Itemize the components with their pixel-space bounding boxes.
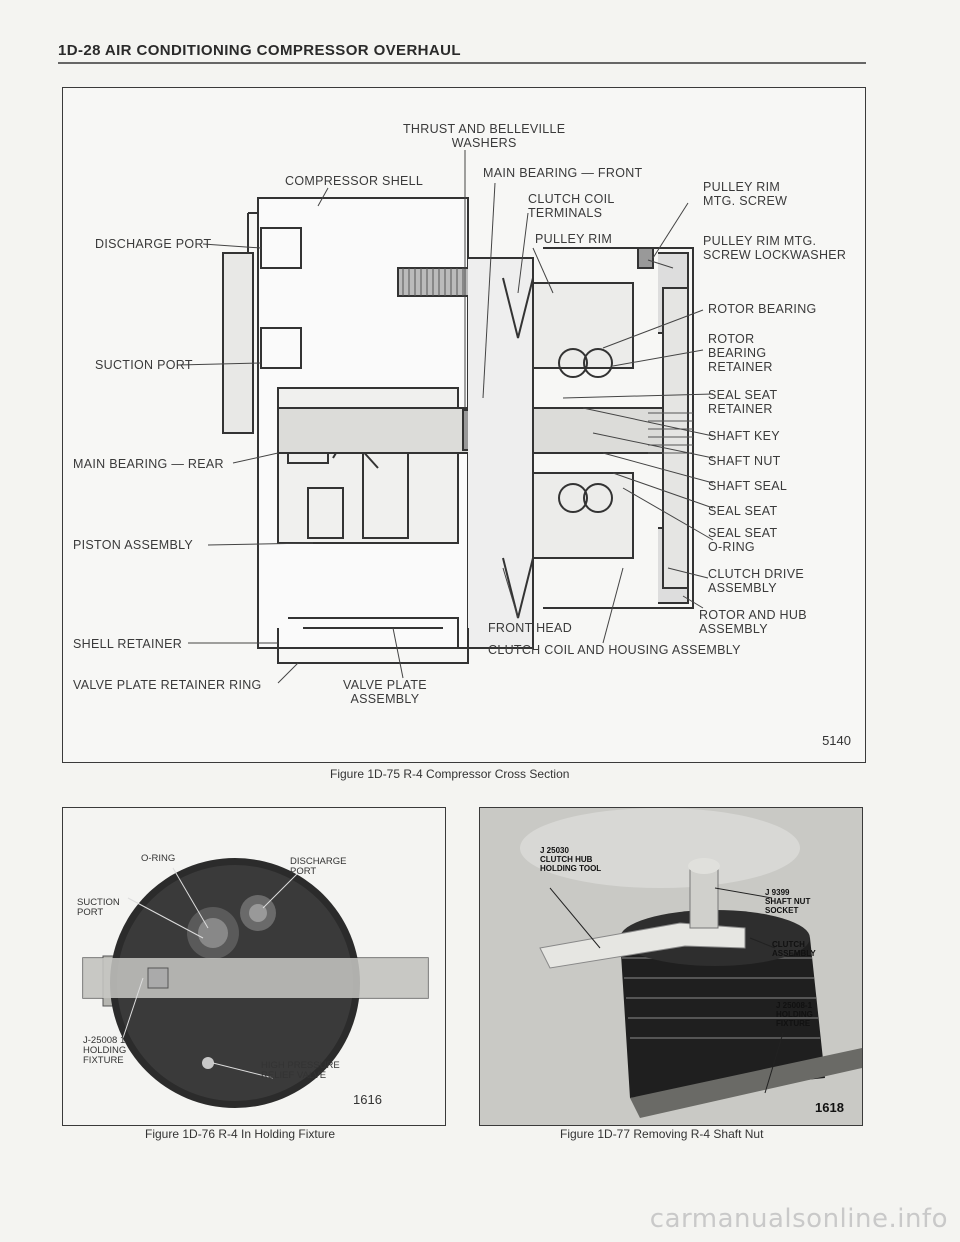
label-clutch-assembly: CLUTCH ASSEMBLY: [772, 940, 816, 958]
figure-number: 1616: [353, 1092, 382, 1107]
label-piston-assembly: PISTON ASSEMBLY: [73, 538, 194, 552]
figure-number: 1618: [815, 1100, 844, 1115]
label-shaft-nut: SHAFT NUT: [708, 454, 781, 468]
label-main-bearing-front: MAIN BEARING — FRONT: [483, 166, 643, 180]
label-oring: O-RING: [141, 853, 176, 864]
figure-number: 5140: [822, 733, 851, 748]
label-pulley-rim-lockwasher: PULLEY RIM MTG. SCREW LOCKWASHER: [703, 234, 847, 262]
label-discharge-port: DISCHARGE PORT: [290, 856, 347, 877]
label-clutch-coil-housing: CLUTCH COIL AND HOUSING ASSEMBLY: [488, 643, 741, 657]
label-seal-seat: SEAL SEAT: [708, 504, 778, 518]
label-holding-fixture: J 25008-1 HOLDING FIXTURE: [776, 1001, 813, 1028]
label-clutch-drive-assembly: CLUTCH DRIVE ASSEMBLY: [708, 567, 804, 595]
label-compressor-shell: COMPRESSOR SHELL: [285, 174, 424, 188]
label-pulley-rim-mtg-screw: PULLEY RIM MTG. SCREW: [703, 180, 788, 208]
label-shaft-key: SHAFT KEY: [708, 429, 780, 443]
label-shaft-seal: SHAFT SEAL: [708, 479, 788, 493]
label-nut-socket: J 9399 SHAFT NUT SOCKET: [765, 888, 811, 915]
label-suction-port: SUCTION PORT: [95, 358, 193, 372]
figure-caption: Figure 1D-77 Removing R-4 Shaft Nut: [560, 1127, 764, 1141]
label-relief-valve: HIGH PRESSURE RELIEF VALVE: [261, 1060, 340, 1081]
label-hub-tool: J 25030 CLUTCH HUB HOLDING TOOL: [540, 846, 602, 873]
label-pulley-rim: PULLEY RIM: [535, 232, 613, 246]
label-seal-seat-oring: SEAL SEAT O-RING: [708, 526, 778, 554]
removing-shaft-nut-photo: [480, 808, 862, 1125]
header-rule: [58, 62, 866, 64]
figure-compressor-cross-section: THRUST AND BELLEVILLE WASHERS COMPRESSOR…: [62, 87, 866, 763]
compressor-cross-section-drawing: [177, 150, 714, 684]
label-suction-port: SUCTION PORT: [77, 897, 120, 918]
holding-fixture-photo: [63, 808, 445, 1125]
label-thrust-washers: THRUST AND BELLEVILLE WASHERS: [403, 122, 566, 150]
label-valve-plate-assembly: VALVE PLATE ASSEMBLY: [343, 678, 427, 706]
label-rotor-bearing: ROTOR BEARING: [708, 302, 817, 316]
figure-caption: Figure 1D-76 R-4 In Holding Fixture: [145, 1127, 336, 1141]
label-clutch-coil-terminals: CLUTCH COIL TERMINALS: [528, 192, 615, 220]
label-seal-seat-retainer: SEAL SEAT RETAINER: [708, 388, 778, 416]
label-rotor-hub-assembly: ROTOR AND HUB ASSEMBLY: [699, 608, 807, 636]
label-discharge-port: DISCHARGE PORT: [95, 237, 212, 251]
label-main-bearing-rear: MAIN BEARING — REAR: [73, 457, 224, 471]
label-front-head: FRONT HEAD: [488, 621, 573, 635]
label-shell-retainer: SHELL RETAINER: [73, 637, 183, 651]
label-holding-fixture: J-25008 1 HOLDING FIXTURE: [83, 1035, 127, 1066]
label-rotor-bearing-retainer: ROTOR BEARING RETAINER: [708, 332, 773, 374]
figure-holding-fixture: O-RING DISCHARGE PORT SUCTION PORT J-250…: [62, 807, 446, 1126]
label-valve-plate-retainer-ring: VALVE PLATE RETAINER RING: [73, 678, 262, 692]
figure-caption: Figure 1D-75 R-4 Compressor Cross Sectio…: [330, 767, 570, 781]
page-title: 1D-28 AIR CONDITIONING COMPRESSOR OVERHA…: [58, 42, 461, 59]
figure-removing-shaft-nut: J 25030 CLUTCH HUB HOLDING TOOL J 9399 S…: [479, 807, 863, 1126]
watermark: carmanualsonline.info: [649, 1204, 948, 1234]
